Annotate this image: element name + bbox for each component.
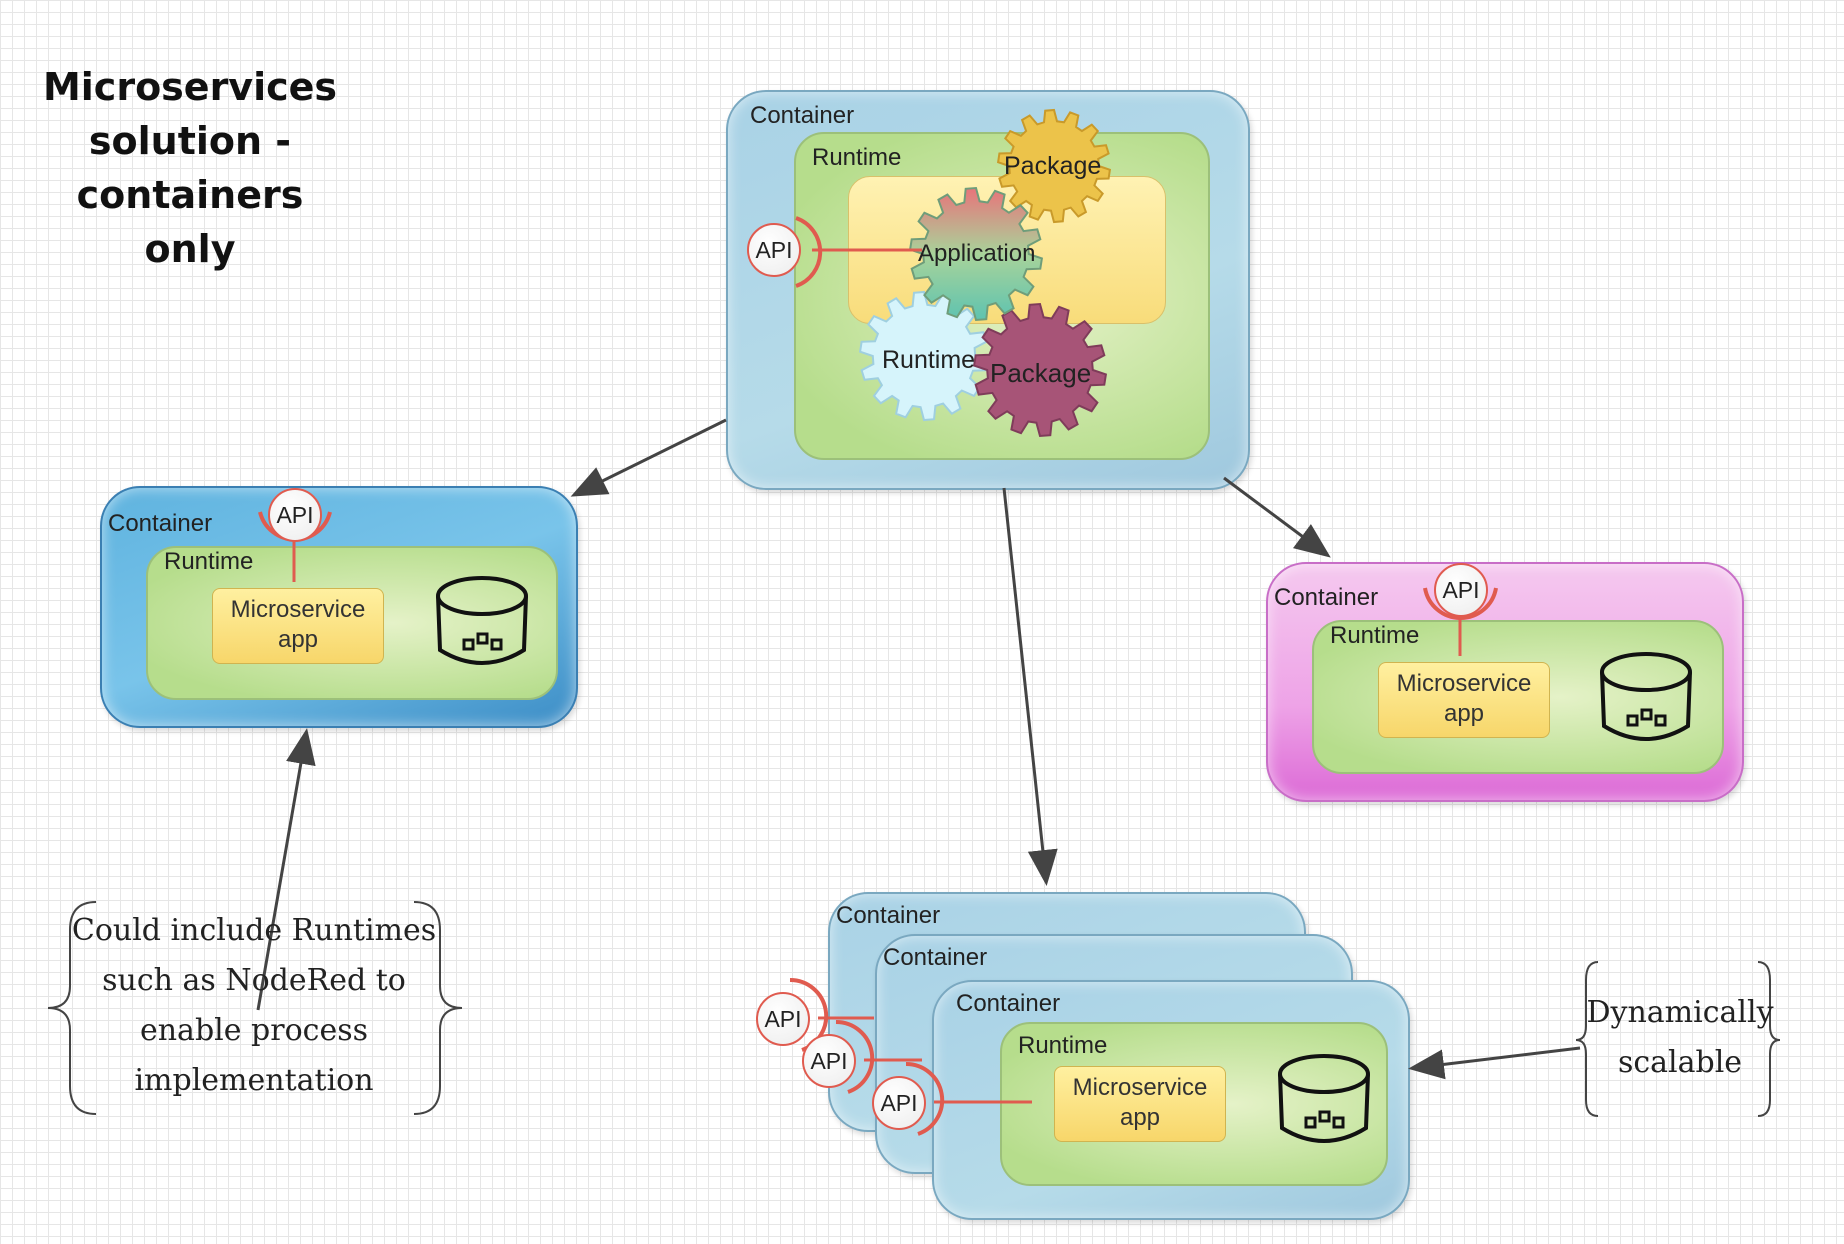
container-label: Container <box>108 510 213 537</box>
database-icon <box>1278 1054 1370 1143</box>
api-badge: API <box>1434 563 1488 617</box>
left-note: Could include Runtimes such as NodeRed t… <box>64 906 444 1106</box>
right-note-brace <box>1575 961 1781 1117</box>
note-line: enable process <box>139 1013 368 1048</box>
title-line-3: containers only <box>76 173 304 271</box>
arrow-to-right-container <box>1223 476 1331 558</box>
api-badge: API <box>756 992 810 1046</box>
app-line-1: Microservice <box>1072 1074 1208 1101</box>
note-line: such as NodeRed to <box>102 963 406 998</box>
runtime-label: Runtime <box>164 548 254 575</box>
title-line-2: solution - <box>88 119 292 163</box>
gear-package-top-icon <box>996 108 1112 224</box>
gear-package-bottom-label: Package <box>990 358 1092 388</box>
left-container: Container Runtime Microservice app <box>100 486 578 728</box>
api-ring <box>905 1061 945 1136</box>
container-label: Container <box>750 102 855 129</box>
runtime-label: Runtime <box>1018 1032 1108 1059</box>
arrow-note-to-stack <box>1408 1046 1581 1080</box>
api-ring <box>835 1019 875 1094</box>
gear-runtime-label: Runtime <box>882 346 976 374</box>
gear-package-top-label: Package <box>1004 152 1102 180</box>
note-line: Could include Runtimes <box>71 913 437 948</box>
gear-application-icon <box>908 186 1044 322</box>
note-line: implementation <box>134 1063 374 1098</box>
arrow-note-to-left <box>256 728 316 1011</box>
note-line: scalable <box>1617 1045 1743 1080</box>
runtime-box: Runtime Microservice app <box>1000 1022 1388 1186</box>
api-badge: API <box>872 1076 926 1130</box>
container-label: Container <box>836 902 941 929</box>
left-note-brace <box>47 901 463 1115</box>
api-badge: API <box>268 488 322 542</box>
runtime-box: Runtime Microservice app <box>146 546 558 700</box>
title-line-1: Microservices <box>42 65 338 109</box>
database-icon <box>1600 652 1692 741</box>
gear-package-bottom-icon <box>972 302 1108 438</box>
diagram-title: Microservices solution - containers only <box>40 60 340 276</box>
app-line-1: Microservice <box>230 596 366 623</box>
app-line-2: app <box>1443 700 1485 727</box>
gear-application-label: Application <box>918 240 1036 267</box>
runtime-label: Runtime <box>1330 622 1420 649</box>
app-line-1: Microservice <box>1396 670 1532 697</box>
right-container: Container Runtime Microservice app <box>1266 562 1744 802</box>
database-icon <box>436 576 528 665</box>
app-line-2: app <box>277 626 319 653</box>
app-line-2: app <box>1119 1104 1161 1131</box>
microservice-app: Microservice app <box>1054 1066 1226 1142</box>
api-badge: API <box>747 223 801 277</box>
container-label: Container <box>956 990 1061 1017</box>
right-note: Dynamically scalable <box>1580 988 1780 1088</box>
arrow-to-left-container <box>570 418 727 497</box>
arrow-to-stack <box>1002 487 1058 886</box>
api-badge: API <box>802 1034 856 1088</box>
container-label: Container <box>883 944 988 971</box>
note-line: Dynamically <box>1586 995 1774 1030</box>
microservice-app: Microservice app <box>1378 662 1550 738</box>
stack-container-front: Container Runtime Microservice app <box>932 980 1410 1220</box>
microservice-app: Microservice app <box>212 588 384 664</box>
api-ring <box>795 216 823 288</box>
runtime-box: Runtime Microservice app <box>1312 620 1724 774</box>
container-label: Container <box>1274 584 1379 611</box>
api-ring <box>1423 587 1498 620</box>
runtime-label: Runtime <box>812 144 902 171</box>
